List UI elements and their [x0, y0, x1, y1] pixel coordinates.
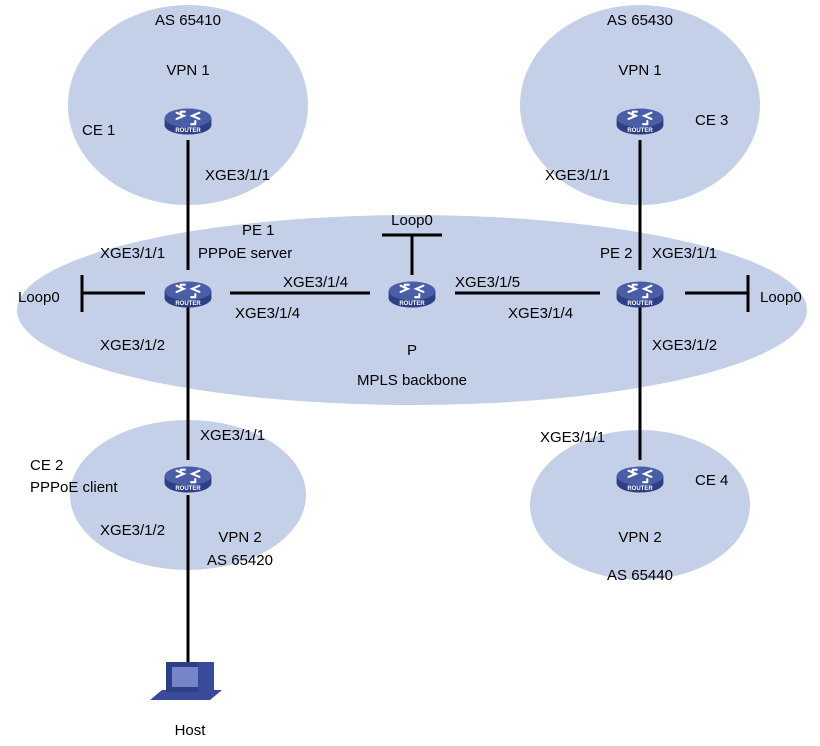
iface-label: Loop0 — [18, 289, 60, 306]
vpn-label: VPN 1 — [618, 62, 661, 79]
backbone-label: MPLS backbone — [357, 372, 467, 389]
device-role-pe1: PPPoE server — [198, 245, 292, 262]
device-role-ce2: PPPoE client — [30, 479, 118, 496]
iface-label: XGE3/1/2 — [652, 337, 717, 354]
as-label: AS 65430 — [607, 12, 673, 29]
router-label: ROUTER — [175, 486, 201, 492]
router-label: ROUTER — [399, 301, 425, 307]
device-label-pe1: PE 1 — [242, 222, 275, 239]
as-label: AS 65420 — [207, 552, 273, 569]
router-label: ROUTER — [627, 128, 653, 134]
router-label: ROUTER — [627, 486, 653, 492]
device-label-ce4: CE 4 — [695, 472, 728, 489]
device-label-ce1: CE 1 — [82, 122, 115, 139]
zone-as65440 — [530, 430, 750, 580]
device-label-ce3: CE 3 — [695, 112, 728, 129]
device-label-ce2: CE 2 — [30, 457, 63, 474]
iface-label: XGE3/1/4 — [235, 305, 300, 322]
iface-label: XGE3/1/4 — [508, 305, 573, 322]
vpn-label: VPN 1 — [166, 62, 209, 79]
device-label-pe2: PE 2 — [600, 245, 633, 262]
zone-as65410 — [68, 5, 308, 205]
as-label: AS 65440 — [607, 567, 673, 584]
zone-as65430 — [520, 5, 760, 205]
router-label: ROUTER — [627, 301, 653, 307]
iface-label: XGE3/1/1 — [100, 245, 165, 262]
iface-label: XGE3/1/5 — [455, 274, 520, 291]
iface-label: XGE3/1/1 — [540, 429, 605, 446]
zone-backbone — [17, 215, 807, 405]
iface-label: XGE3/1/1 — [652, 245, 717, 262]
iface-label: XGE3/1/1 — [200, 427, 265, 444]
iface-label: Loop0 — [391, 212, 433, 229]
host-computer-icon[interactable] — [150, 662, 222, 700]
as-label: AS 65410 — [155, 12, 221, 29]
vpn-label: VPN 2 — [218, 529, 261, 546]
iface-label: XGE3/1/1 — [545, 167, 610, 184]
iface-label: XGE3/1/2 — [100, 337, 165, 354]
router-label: ROUTER — [175, 128, 201, 134]
router-label: ROUTER — [175, 301, 201, 307]
iface-label: Loop0 — [760, 289, 802, 306]
vpn-label: VPN 2 — [618, 529, 661, 546]
iface-label: XGE3/1/1 — [205, 167, 270, 184]
device-label-host: Host — [175, 722, 207, 739]
iface-label: XGE3/1/2 — [100, 522, 165, 539]
device-label-p: P — [407, 342, 417, 359]
iface-label: XGE3/1/4 — [283, 274, 348, 291]
